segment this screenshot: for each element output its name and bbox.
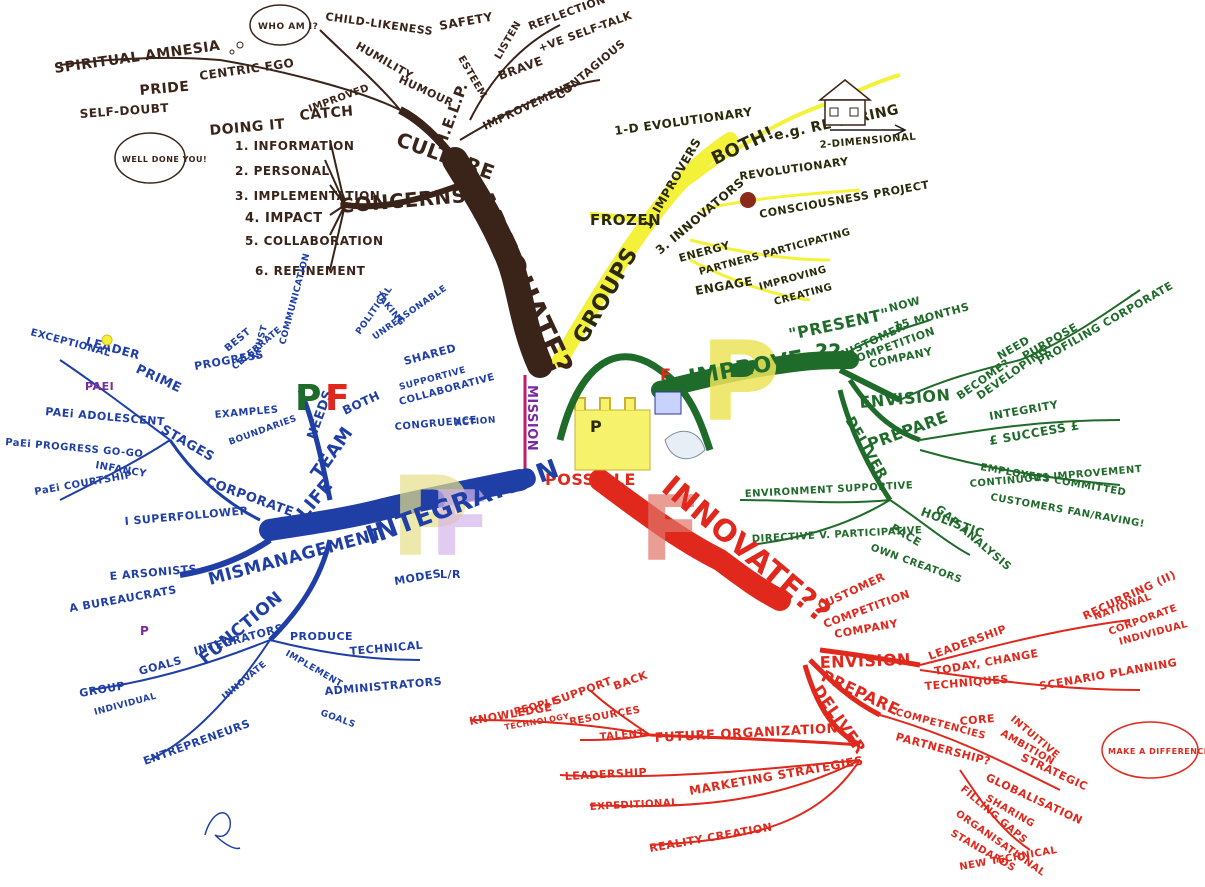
sun-icon bbox=[102, 335, 112, 345]
culture-item: CHILD-LIKENESS bbox=[325, 10, 434, 38]
center-castle-towers bbox=[575, 398, 635, 410]
innovate-reality: REALITY CREATION bbox=[648, 820, 773, 854]
concerns-item: 4. IMPACT bbox=[245, 211, 323, 226]
mismanagement-item: I SUPERFOLLOWER bbox=[124, 504, 249, 528]
lifecycle-items: EXCEPTIONAL LEADER PRIME PAEI PAEi ADOLE… bbox=[5, 327, 184, 498]
concerns-item: 5. COLLABORATION bbox=[245, 234, 384, 248]
improve-present-item: NOW bbox=[887, 294, 921, 315]
lifecycle-item: LEADER bbox=[84, 334, 141, 362]
improve-prepare-item: INTEGRITY bbox=[988, 398, 1060, 423]
pf-item: BOUNDARIES bbox=[228, 414, 299, 448]
speech-bubble-text: WELL DONE YOU! bbox=[122, 155, 207, 164]
improve-prepare-items: INTEGRITY £ SUCCESS £ EMPLOYEES COMMITTE… bbox=[933, 398, 1145, 573]
innovate-prepare-item: CORE bbox=[959, 712, 995, 728]
center-flag bbox=[655, 392, 681, 414]
culture-item: SPIRITUAL AMNESIA bbox=[53, 38, 221, 77]
thought-bubble-text: WHO AM I? bbox=[258, 22, 318, 32]
pf-item: SHARED bbox=[402, 341, 457, 367]
function-item: INNOVATE bbox=[221, 659, 269, 702]
tree-icon bbox=[740, 192, 756, 208]
concerns-item: 6. REFINEMENT bbox=[255, 264, 366, 278]
pf-letter-p-green: P bbox=[295, 378, 322, 419]
future-item: BACK bbox=[612, 668, 650, 692]
function-item: ENTREPRENEURS bbox=[142, 717, 252, 768]
culture-item: SELF-DOUBT bbox=[79, 101, 170, 121]
lifecycle-item: PAEi ADOLESCENT bbox=[45, 405, 166, 428]
concerns-item: 2. PERSONAL bbox=[235, 164, 330, 178]
function-item: GOALS bbox=[137, 654, 183, 678]
thought-bubble: WHO AM I? bbox=[230, 5, 318, 54]
future-item: RESOURCES bbox=[569, 705, 642, 728]
culture-item: LISTEN bbox=[493, 19, 524, 61]
innovate-leadership: LEADERSHIP bbox=[564, 766, 647, 783]
future-item: TALENT bbox=[599, 728, 645, 743]
function-item: PRODUCE bbox=[290, 630, 353, 643]
improve-deliver-item: HOLISTIC bbox=[919, 505, 986, 541]
groups-item: REVOLUTIONARY bbox=[739, 155, 850, 183]
center-person bbox=[665, 431, 705, 458]
innovate-expeditional: EXPEDITIONAL bbox=[590, 797, 679, 813]
innovate-customers: CUSTOMER COMPETITION COMPANY bbox=[816, 570, 912, 641]
concerns-item: 3. IMPLEMENTATION bbox=[235, 189, 380, 203]
culture-item: SAFETY bbox=[438, 10, 494, 33]
center-castle bbox=[575, 410, 650, 470]
groups-item: BOTH! bbox=[708, 122, 778, 169]
culture-item: CONTAGIOUS bbox=[554, 37, 628, 102]
speech-bubble-difference: MAKE A DIFFERENCE! bbox=[1102, 722, 1205, 778]
improve-envision-items: BECOME? NEED PURPOSE PROFILING CORPORATE… bbox=[954, 279, 1175, 402]
improve-prepare-item: £ SUCCESS £ bbox=[988, 418, 1081, 448]
improve-envision-item: PROFILING CORPORATE bbox=[1035, 279, 1175, 368]
groups-item: 2-DIMENSIONAL bbox=[819, 132, 916, 151]
mismanagement-item: A BUREAUCRATS bbox=[68, 583, 177, 615]
groups-item: ENGAGE bbox=[694, 274, 754, 298]
lifecycle-stages: STAGES bbox=[158, 422, 217, 465]
center-p-letter: P bbox=[590, 417, 602, 436]
culture-item: DOING IT bbox=[209, 116, 286, 139]
lifecycle-item: PaEi PROGRESS GO-GO bbox=[5, 437, 144, 460]
groups-item: CONSCIOUSNESS PROJECT bbox=[758, 178, 930, 221]
lifecycle-item: PaEi COURTSHIP bbox=[34, 470, 134, 498]
integration-lr: L/R bbox=[440, 568, 461, 581]
pf-item: EXAMPLES bbox=[214, 404, 279, 421]
culture-item: PRIDE bbox=[139, 79, 190, 99]
center-f-letter: F bbox=[660, 365, 671, 384]
mismanagement-item: E ARSONISTS bbox=[109, 562, 198, 583]
groups-label: GROUPS bbox=[569, 243, 644, 348]
signature-icon bbox=[205, 813, 240, 849]
concerns-item: 1. INFORMATION bbox=[235, 139, 354, 153]
lifecycle-item: PAEI bbox=[85, 380, 114, 393]
speech-bubble-difference-text: MAKE A DIFFERENCE! bbox=[1108, 747, 1205, 756]
mismanagement-item: P bbox=[140, 624, 149, 638]
lifecycle-item: PRIME bbox=[133, 362, 183, 396]
function-item: GROUP bbox=[78, 679, 126, 700]
groups-items: 1. IMPROVERS 3. INNOVATORS BOTH! e.g. RE… bbox=[613, 102, 930, 308]
innovate-deliver-items: GLOBALISATION SHARING FILLING GAPS ORGAN… bbox=[949, 771, 1085, 879]
mission-label: MISSION bbox=[524, 385, 539, 451]
function-item: ADMINISTRATORS bbox=[324, 675, 442, 698]
culture-items: SPIRITUAL AMNESIA PRIDE SELF-DOUBT CENTR… bbox=[53, 0, 634, 149]
function-item: TECHNICAL bbox=[349, 639, 424, 658]
pf-letter-f-red: F bbox=[325, 378, 350, 419]
speech-bubble-well-done: WELL DONE YOU! bbox=[115, 133, 207, 183]
function-item: GOALS bbox=[319, 708, 357, 730]
future-organization-items: KNOWLEDGE PEOPLE TECHNOLOGY SUPPORT BACK… bbox=[468, 668, 649, 743]
innovate-envision-item: SCENARIO PLANNING bbox=[1038, 656, 1178, 693]
